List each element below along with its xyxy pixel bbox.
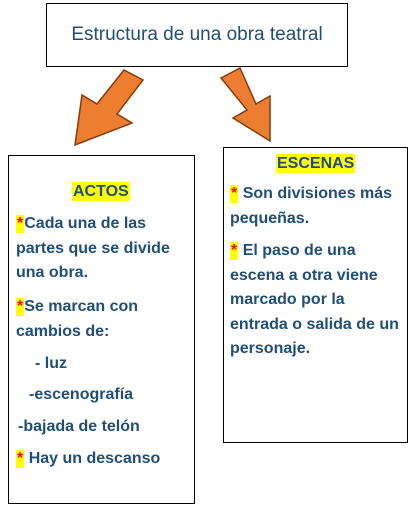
bullet-star-icon: *: [16, 215, 25, 233]
bullet-star-icon: *: [230, 185, 239, 203]
title-box: Estructura de una obra teatral: [46, 3, 348, 67]
actos-item-1: *Cada una de las partes que se divide un…: [16, 215, 170, 281]
actos-heading: ACTOS: [72, 182, 130, 201]
diagram-title: Estructura de una obra teatral: [71, 24, 323, 45]
escenas-heading: ESCENAS: [276, 154, 356, 173]
bullet-star-icon: *: [230, 242, 239, 260]
arrow-to-actos: [74, 69, 145, 147]
actos-item-6: * Hay un descanso: [16, 450, 161, 468]
actos-item-5: -bajada de telón: [18, 418, 140, 435]
actos-item-4: -escenografía: [29, 386, 134, 403]
escenas-item-2: * El paso de una escena a otra viene mar…: [230, 242, 399, 357]
actos-item-3: - luz: [35, 355, 67, 372]
bullet-star-icon: *: [16, 298, 25, 316]
escenas-box: ESCENAS * Son divisiones más pequeñas. *…: [223, 147, 408, 443]
actos-box: ACTOS *Cada una de las partes que se div…: [8, 155, 195, 504]
actos-item-2: *Se marcan con cambios de:: [16, 298, 139, 340]
bullet-star-icon: *: [16, 450, 25, 468]
escenas-item-1: * Son divisiones más pequeñas.: [230, 185, 393, 227]
arrow-to-escenas: [219, 66, 271, 143]
